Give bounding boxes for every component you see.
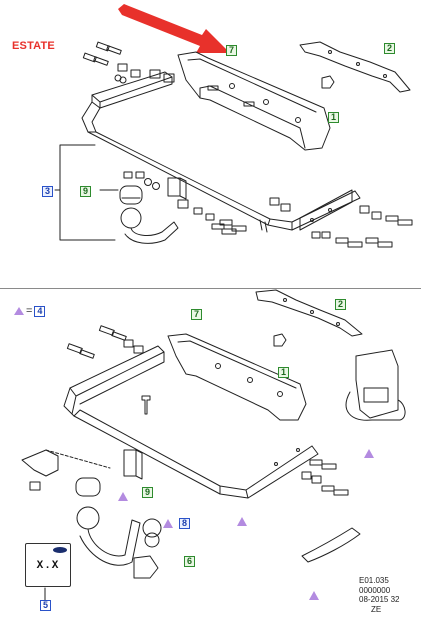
callout-2-upper: 2 — [384, 43, 395, 54]
bolt-set-lower-left — [66, 325, 144, 359]
hitch-mount-block — [167, 177, 187, 200]
brand-oval-icon — [53, 547, 67, 553]
retaining-strap — [301, 527, 361, 563]
mounting-strip-lower — [255, 289, 363, 337]
clip-nut-lower — [273, 333, 287, 347]
variant-label: ESTATE — [12, 40, 55, 52]
callout-8-lower: 8 — [179, 518, 190, 529]
locking-knob — [142, 518, 162, 548]
callout-6-lower: 6 — [184, 556, 195, 567]
fasteners-middle — [123, 171, 247, 235]
tow-ball-neck — [120, 207, 179, 244]
tow-ball-cover — [119, 185, 143, 205]
callout-7-lower: 7 — [191, 309, 202, 320]
callout-5-lower: 5 — [40, 600, 51, 611]
bumper-reinforcement-lower — [167, 333, 307, 421]
mounting-strip — [299, 41, 411, 93]
bumper-reinforcement-panel — [177, 51, 331, 151]
callout-2-lower: 2 — [335, 299, 346, 310]
triangle-markers — [118, 449, 374, 600]
reference-block: E01.035 0000000 08-2015 32 ZE — [359, 576, 419, 614]
storage-bag — [345, 349, 406, 421]
clip-nut — [321, 75, 335, 89]
upper-exploded-view — [54, 41, 413, 248]
triangle-marker-icon — [14, 307, 24, 315]
callout-9-upper: 9 — [80, 186, 91, 197]
callout-3-upper: 3 — [42, 186, 53, 197]
bolt-set-lower-right — [301, 459, 349, 496]
center-bolt — [141, 395, 151, 415]
callout-1-upper: 1 — [328, 112, 339, 123]
legend-equals: = — [26, 305, 33, 317]
callout-9-lower: 9 — [142, 487, 153, 498]
tow-ball-neck-lower — [76, 506, 141, 566]
callout-4-legend: 4 — [34, 305, 46, 317]
identification-plate: X.X — [25, 543, 71, 587]
ref-line-2: 0000000 — [359, 585, 391, 595]
ref-line-4: ZE — [371, 604, 382, 614]
tow-bar-crossmember-upper — [81, 71, 361, 233]
section-divider — [0, 288, 421, 289]
tow-bar-frame-lower — [63, 345, 319, 499]
marker-legend: = 4 — [14, 305, 46, 317]
bolt-set-right — [269, 197, 413, 248]
hitch-stem-lower — [123, 449, 143, 480]
callout-7-upper: 7 — [226, 45, 237, 56]
tow-ball-cover-lower — [75, 477, 101, 497]
ref-line-1: E01.035 — [359, 576, 389, 585]
plate-code: X.X — [36, 560, 60, 572]
socket-bracket — [21, 449, 111, 491]
callout-1-lower: 1 — [278, 367, 289, 378]
ref-line-3: 08-2015 32 — [359, 595, 400, 604]
red-pointer-arrow — [116, 3, 236, 64]
electrical-socket — [133, 555, 159, 579]
